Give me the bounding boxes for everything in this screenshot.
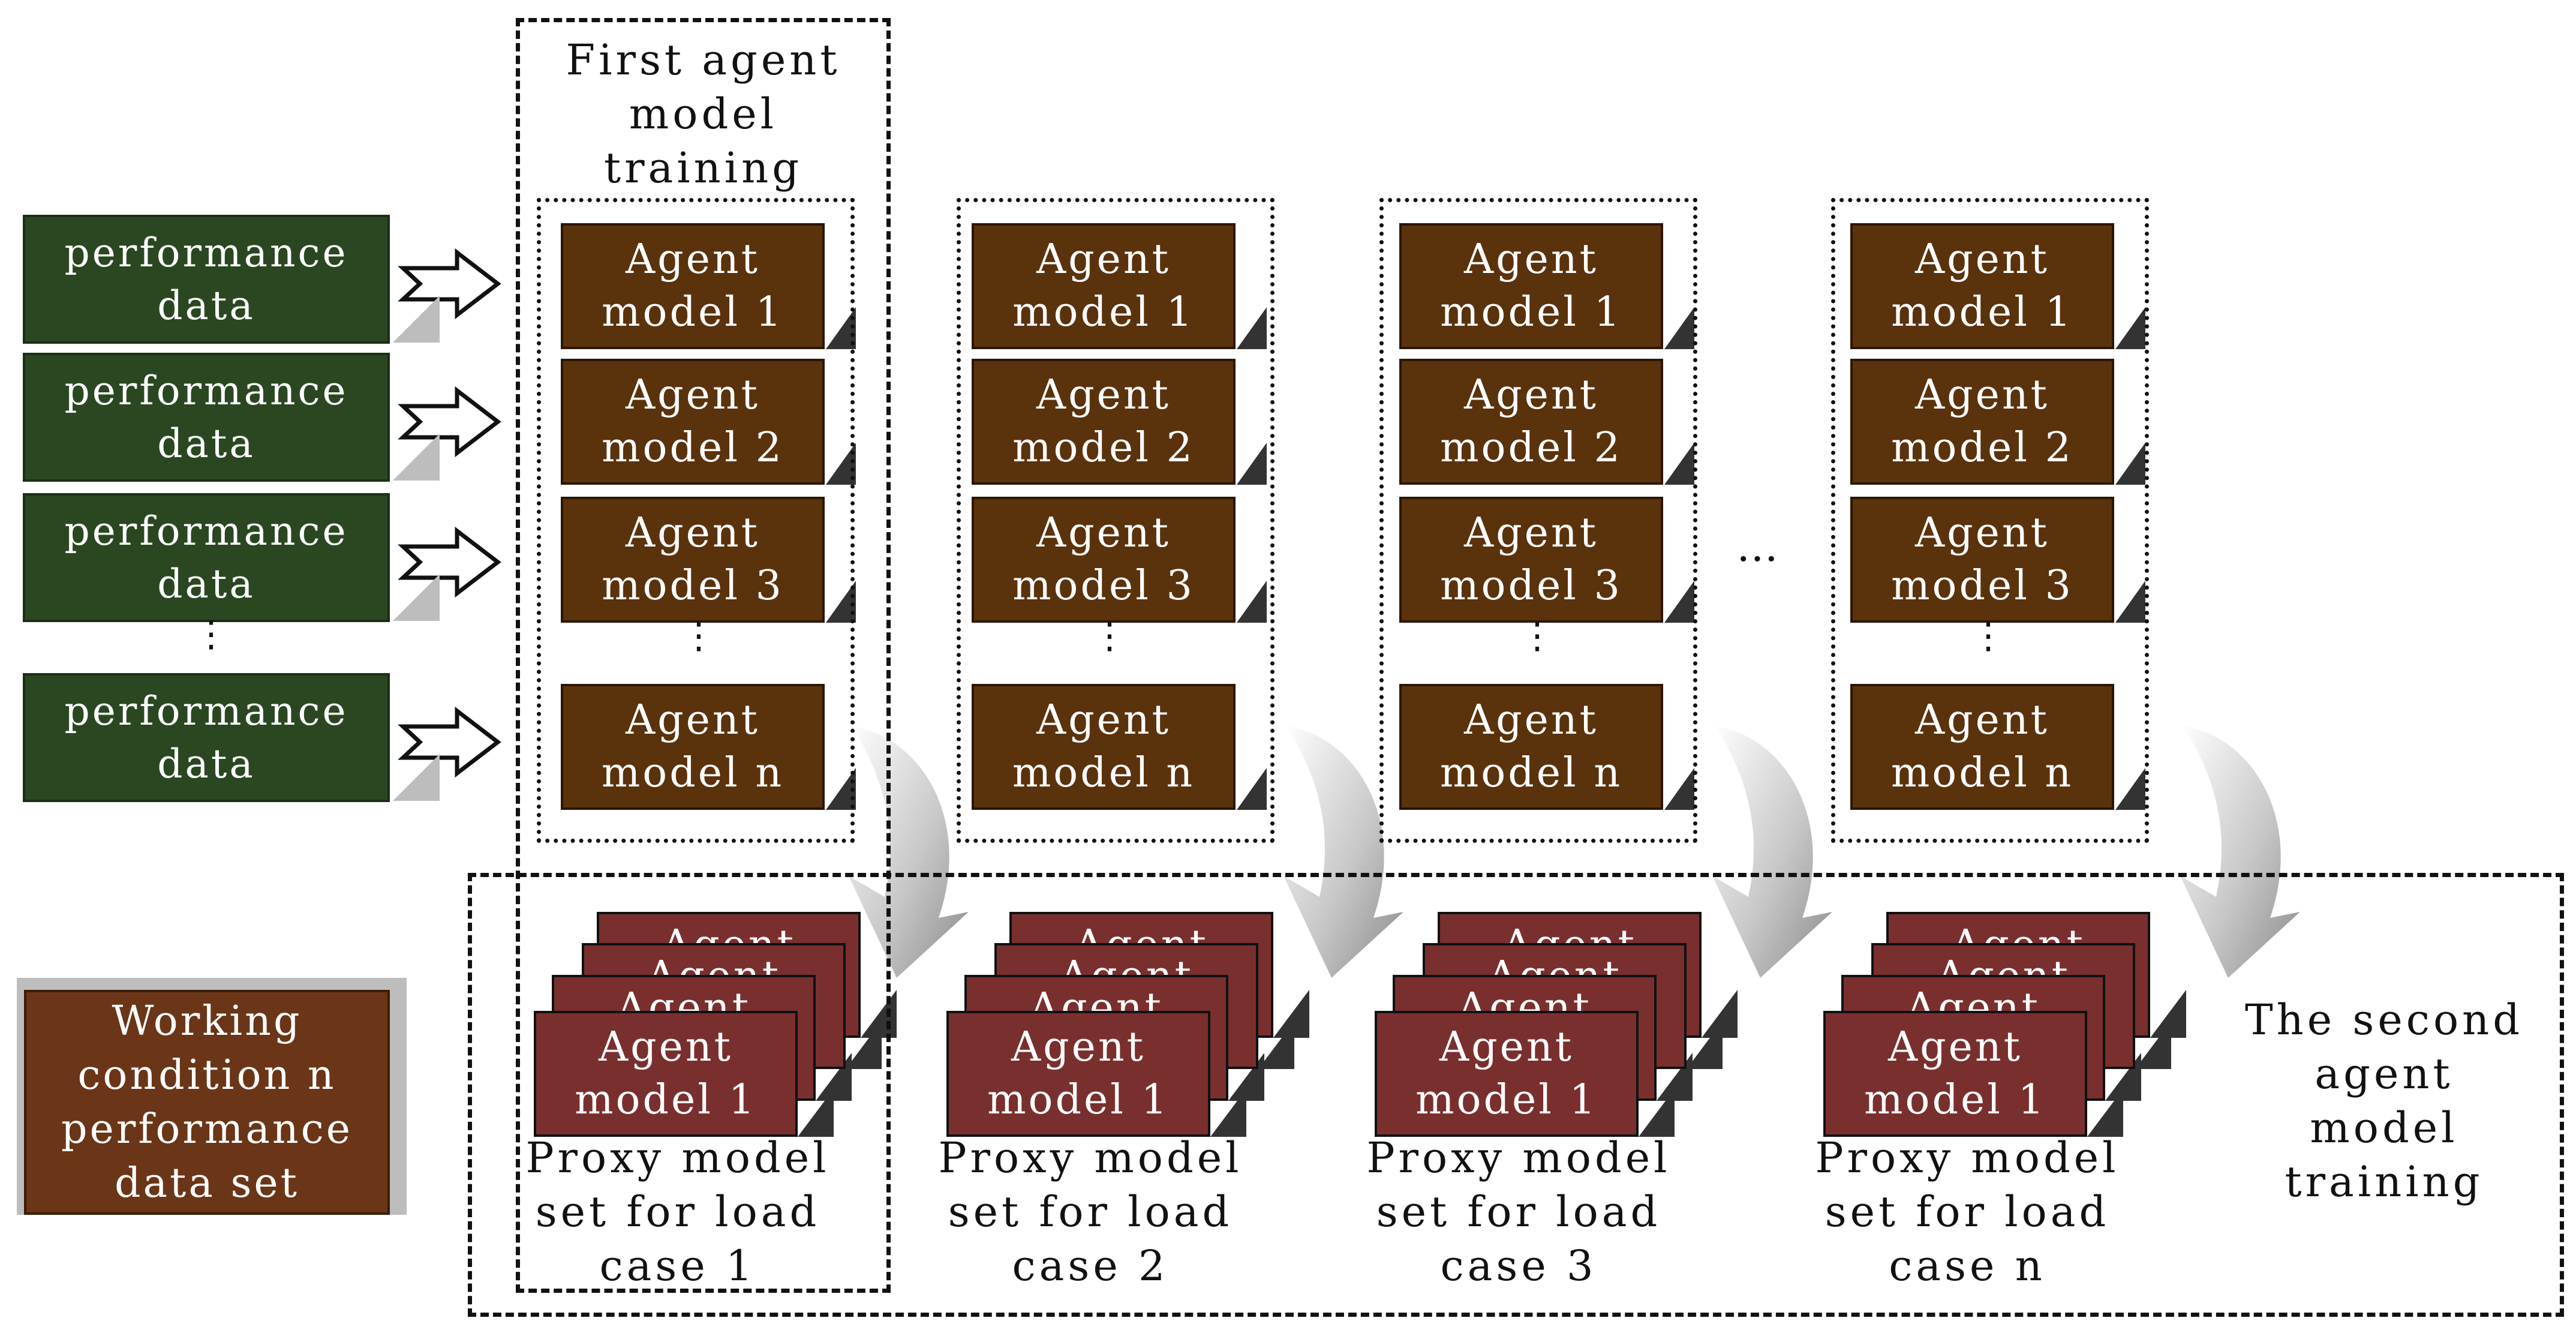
agent-model-box: Agent model 2: [972, 359, 1236, 485]
second-training-frame: [468, 873, 2564, 1317]
agent-model-box: Agent model 2: [1399, 359, 1663, 485]
input-arrow: [398, 526, 501, 598]
proxy-card-shadow: [2135, 1021, 2171, 1069]
agent-model-box: Agent model 3: [972, 497, 1236, 623]
performance-data-box: performance data: [23, 673, 390, 802]
curved-arrow: [1284, 726, 1403, 978]
first-training-title: First agent model training: [566, 35, 841, 193]
agent-corner-shadow: [826, 443, 856, 485]
agent-corner-shadow: [1237, 768, 1267, 810]
agent-column-frame: [1831, 198, 2149, 843]
proxy-card-shadow: [2150, 990, 2186, 1038]
legend-box: Working condition n performance data set: [24, 990, 390, 1215]
agent-dots: ⋮: [1092, 615, 1128, 657]
proxy-caption: Proxy model set for load case 3: [1366, 1133, 1671, 1290]
proxy-card-shadow: [1639, 1089, 1675, 1137]
agent-column-frame: [957, 198, 1275, 843]
input-arrow: [398, 706, 501, 778]
agent-corner-shadow: [1664, 307, 1694, 349]
performance-data-box: performance data: [23, 353, 390, 482]
agent-model-box: Agent model 3: [561, 497, 825, 623]
agent-model-box: Agent model 2: [1850, 359, 2114, 485]
agent-corner-shadow: [1664, 443, 1694, 485]
proxy-card-shadow: [2087, 1089, 2123, 1137]
agent-model-box: Agent model 2: [561, 359, 825, 485]
proxy-card-shadow: [1210, 1089, 1246, 1137]
proxy-caption: Proxy model set for load case 1: [525, 1133, 830, 1290]
agent-corner-shadow: [2115, 443, 2145, 485]
performance-data-box: performance data: [23, 215, 390, 344]
proxy-card-shadow: [1687, 1021, 1723, 1069]
agent-corner-shadow: [826, 768, 856, 810]
agent-model-box: Agent model 1: [1399, 223, 1663, 349]
agent-corner-shadow: [1664, 768, 1694, 810]
agent-dots: ⋮: [1970, 615, 2006, 657]
agent-model-box: Agent model n: [1399, 684, 1663, 810]
performance-dots: ⋮: [193, 613, 229, 655]
agent-corner-shadow: [1664, 581, 1694, 623]
curved-arrow: [1712, 726, 1832, 978]
curved-arrow: [849, 726, 969, 978]
agent-column-frame: [1379, 198, 1697, 843]
performance-shadow: [393, 434, 440, 481]
proxy-card-shadow: [1702, 990, 1738, 1038]
proxy-caption: Proxy model set for load case n: [1815, 1133, 2120, 1290]
agent-model-box: Agent model n: [561, 684, 825, 810]
curved-arrow: [2180, 726, 2300, 978]
agent-corner-shadow: [2115, 581, 2145, 623]
proxy-card-front: Agent model 1: [534, 1011, 798, 1137]
agent-model-box: Agent model n: [972, 684, 1236, 810]
performance-shadow: [393, 296, 440, 343]
proxy-card-front: Agent model 1: [946, 1011, 1210, 1137]
performance-shadow: [393, 574, 440, 621]
agent-column-frame: [537, 198, 855, 843]
agent-model-box: Agent model 1: [972, 223, 1236, 349]
agent-model-box: Agent model 3: [1850, 497, 2114, 623]
proxy-card-front: Agent model 1: [1823, 1011, 2087, 1137]
performance-data-box: performance data: [23, 493, 390, 622]
proxy-card-shadow: [1273, 990, 1309, 1038]
second-training-title: The second agent model training: [2244, 995, 2524, 1206]
agent-corner-shadow: [1237, 443, 1267, 485]
agent-corner-shadow: [2115, 768, 2145, 810]
first-training-frame: [516, 18, 891, 1293]
agent-model-box: Agent model 1: [561, 223, 825, 349]
agent-corner-shadow: [2115, 307, 2145, 349]
agent-corner-shadow: [1237, 581, 1267, 623]
proxy-card-shadow: [798, 1089, 834, 1137]
agent-corner-shadow: [1237, 307, 1267, 349]
agent-corner-shadow: [826, 581, 856, 623]
agent-model-box: Agent model 1: [1850, 223, 2114, 349]
proxy-card-shadow: [846, 1021, 882, 1069]
agent-model-box: Agent model 3: [1399, 497, 1663, 623]
agent-dots: ⋮: [681, 615, 717, 657]
agent-corner-shadow: [826, 307, 856, 349]
input-arrow: [398, 248, 501, 320]
input-arrow: [398, 386, 501, 458]
agent-dots: ⋮: [1519, 615, 1555, 657]
agent-model-box: Agent model n: [1850, 684, 2114, 810]
proxy-caption: Proxy model set for load case 2: [938, 1133, 1243, 1290]
performance-shadow: [393, 754, 440, 801]
column-ellipsis: …: [1736, 522, 1781, 571]
proxy-card-front: Agent model 1: [1375, 1011, 1639, 1137]
proxy-card-shadow: [1258, 1021, 1294, 1069]
